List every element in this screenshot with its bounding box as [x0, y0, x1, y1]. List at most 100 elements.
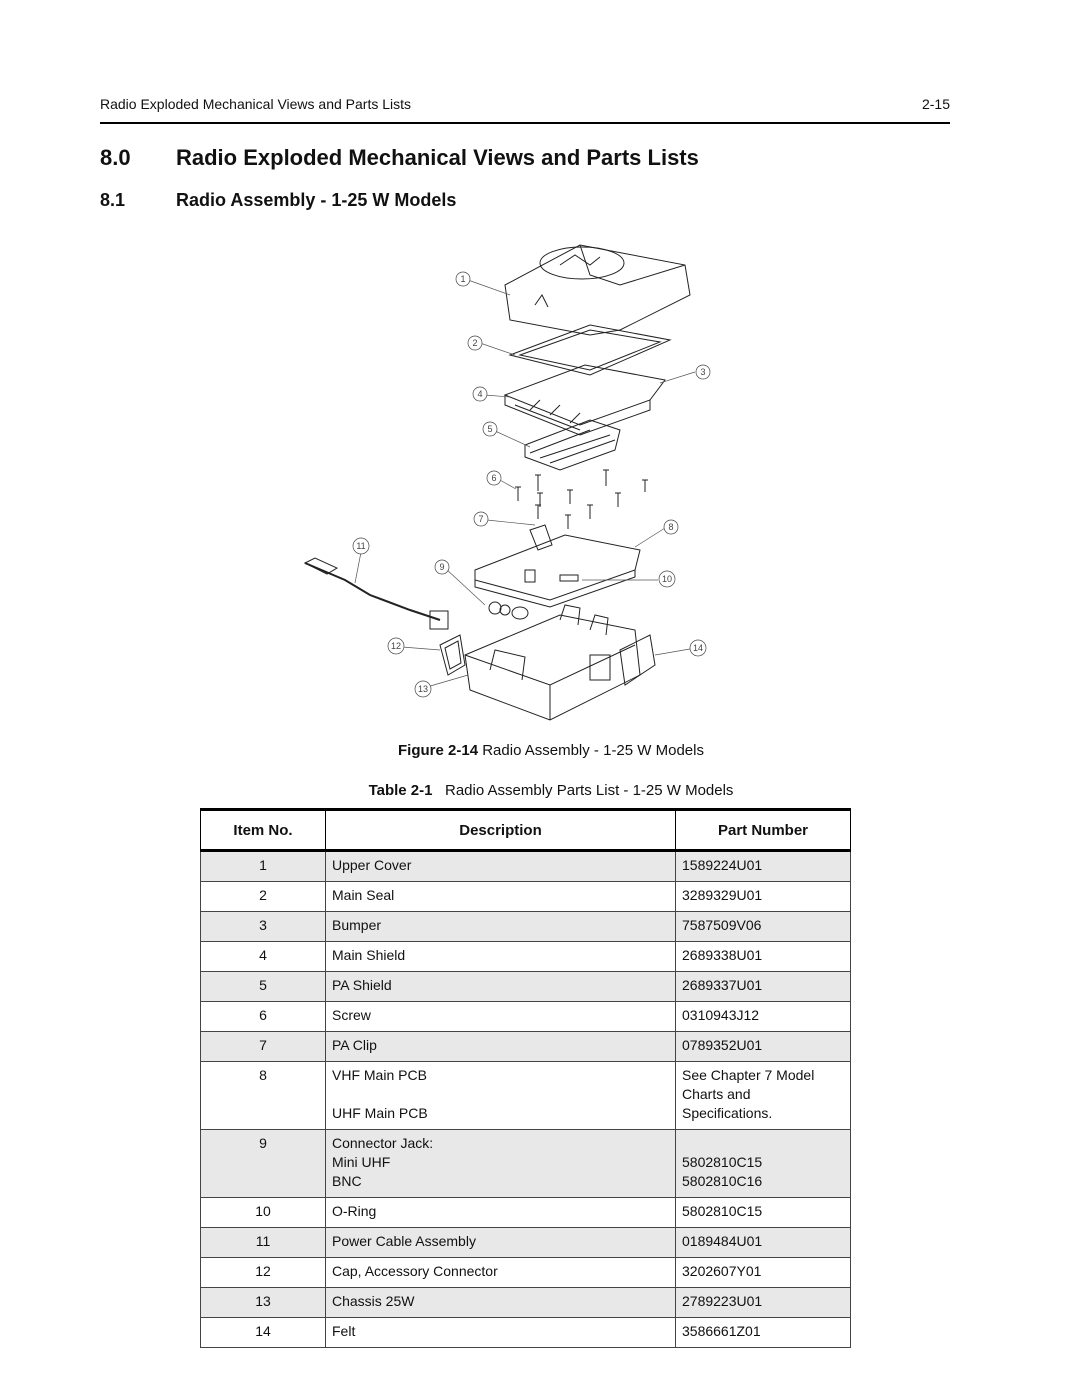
description: O-Ring [325, 1197, 676, 1228]
part-number: 3289329U01 [675, 881, 851, 912]
description: VHF Main PCB UHF Main PCB [325, 1061, 676, 1130]
part-number: See Chapter 7 Model Charts and Specifica… [675, 1061, 851, 1130]
callout-4: 4 [472, 386, 488, 402]
part-number-line-blank [682, 1134, 844, 1153]
header-rule [100, 122, 950, 124]
svg-text:13: 13 [418, 684, 428, 694]
callout-10: 10 [658, 570, 676, 588]
description: Main Shield [325, 941, 676, 972]
power-cable-drawing [304, 562, 441, 621]
part-number: 1589224U01 [675, 850, 851, 882]
svg-text:7: 7 [478, 514, 483, 524]
item-no: 3 [200, 911, 326, 942]
table-row: 9 Connector Jack: Mini UHF BNC 5802810C1… [200, 1129, 851, 1198]
description-line: UHF Main PCB [332, 1105, 428, 1121]
description-line: Connector Jack: [332, 1135, 434, 1151]
svg-text:12: 12 [391, 641, 401, 651]
svg-text:9: 9 [439, 562, 444, 572]
table-label: Table 2-1 [368, 782, 433, 799]
svg-text:10: 10 [662, 574, 672, 584]
description: Chassis 25W [325, 1287, 676, 1318]
subsection-heading: 8.1 Radio Assembly - 1-25 W Models [100, 190, 456, 211]
callout-11: 11 [352, 537, 370, 555]
table-row: 14 Felt 3586661Z01 [200, 1317, 851, 1348]
item-no: 1 [200, 850, 326, 882]
subsection-title: Radio Assembly - 1-25 W Models [176, 190, 457, 210]
svg-text:2: 2 [472, 338, 477, 348]
description: Bumper [325, 911, 676, 942]
item-no: 7 [200, 1031, 326, 1062]
table-header-row: Item No. Description Part Number [200, 808, 851, 852]
callout-1: 1 [455, 271, 471, 287]
svg-text:5: 5 [487, 424, 492, 434]
description-line: Mini UHF [332, 1154, 391, 1170]
item-no: 8 [200, 1061, 326, 1130]
callout-12: 12 [387, 637, 405, 655]
felt-drawing [619, 634, 656, 686]
table-row: 3 Bumper 7587509V06 [200, 911, 851, 942]
callout-3: 3 [695, 364, 711, 380]
description-line: VHF Main PCB [332, 1067, 427, 1083]
part-number: 3586661Z01 [675, 1317, 851, 1348]
description: Connector Jack: Mini UHF BNC [325, 1129, 676, 1198]
exploded-view-figure: 1 2 3 4 5 6 7 8 9 10 11 12 13 14 [290, 225, 720, 725]
table-row: 4 Main Shield 2689338U01 [200, 941, 851, 972]
svg-text:11: 11 [356, 541, 365, 551]
item-no: 12 [200, 1257, 326, 1288]
part-number: 0310943J12 [675, 1001, 851, 1032]
item-no: 5 [200, 971, 326, 1002]
svg-text:4: 4 [477, 389, 482, 399]
callout-5: 5 [482, 421, 498, 437]
table-row: 5 PA Shield 2689337U01 [200, 971, 851, 1002]
part-number: 2689337U01 [675, 971, 851, 1002]
table-row: 1 Upper Cover 1589224U01 [200, 850, 851, 882]
exploded-view-drawing: 1 2 3 4 5 6 7 8 9 10 11 12 13 14 [303, 244, 711, 721]
callout-2: 2 [467, 335, 483, 351]
part-number: 2789223U01 [675, 1287, 851, 1318]
item-no: 9 [200, 1129, 326, 1198]
svg-text:3: 3 [700, 367, 705, 377]
table-caption-text: Radio Assembly Parts List - 1-25 W Model… [445, 782, 734, 799]
svg-text:8: 8 [668, 522, 673, 532]
table-row: 12 Cap, Accessory Connector 3202607Y01 [200, 1257, 851, 1288]
item-no: 14 [200, 1317, 326, 1348]
description: Cap, Accessory Connector [325, 1257, 676, 1288]
item-no: 13 [200, 1287, 326, 1318]
chassis-drawing [464, 614, 641, 721]
svg-text:1: 1 [460, 274, 465, 284]
svg-text:6: 6 [491, 473, 496, 483]
running-header-title: Radio Exploded Mechanical Views and Part… [100, 96, 412, 112]
header-description: Description [325, 808, 676, 852]
description: Main Seal [325, 881, 676, 912]
figure-label: Figure 2-14 [398, 742, 479, 759]
header-part-number: Part Number [675, 808, 851, 852]
part-number: 2689338U01 [675, 941, 851, 972]
subsection-number: 8.1 [100, 190, 126, 210]
page-number: 2-15 [921, 96, 950, 112]
item-no: 6 [200, 1001, 326, 1032]
callout-6: 6 [486, 470, 502, 486]
header-item-no: Item No. [200, 808, 326, 852]
figure-caption: Figure 2-14 Radio Assembly - 1-25 W Mode… [0, 742, 1080, 759]
description-line-blank [332, 1085, 669, 1104]
table-row: 2 Main Seal 3289329U01 [200, 881, 851, 912]
callout-14: 14 [689, 639, 707, 657]
description: Upper Cover [325, 850, 676, 882]
item-no: 4 [200, 941, 326, 972]
part-number-line: See Chapter 7 Model [682, 1067, 815, 1083]
callout-7: 7 [473, 511, 489, 527]
part-number: 5802810C15 [675, 1197, 851, 1228]
description: Felt [325, 1317, 676, 1348]
figure-caption-text: Radio Assembly - 1-25 W Models [482, 742, 704, 759]
callout-8: 8 [663, 519, 679, 535]
section-number: 8.0 [100, 145, 131, 170]
table-row: 6 Screw 0310943J12 [200, 1001, 851, 1032]
main-seal-drawing [508, 324, 672, 376]
item-no: 11 [200, 1227, 326, 1258]
description: PA Clip [325, 1031, 676, 1062]
running-header: Radio Exploded Mechanical Views and Part… [100, 96, 950, 114]
item-no: 10 [200, 1197, 326, 1228]
table-row: 11 Power Cable Assembly 0189484U01 [200, 1227, 851, 1258]
callout-9: 9 [434, 559, 450, 575]
